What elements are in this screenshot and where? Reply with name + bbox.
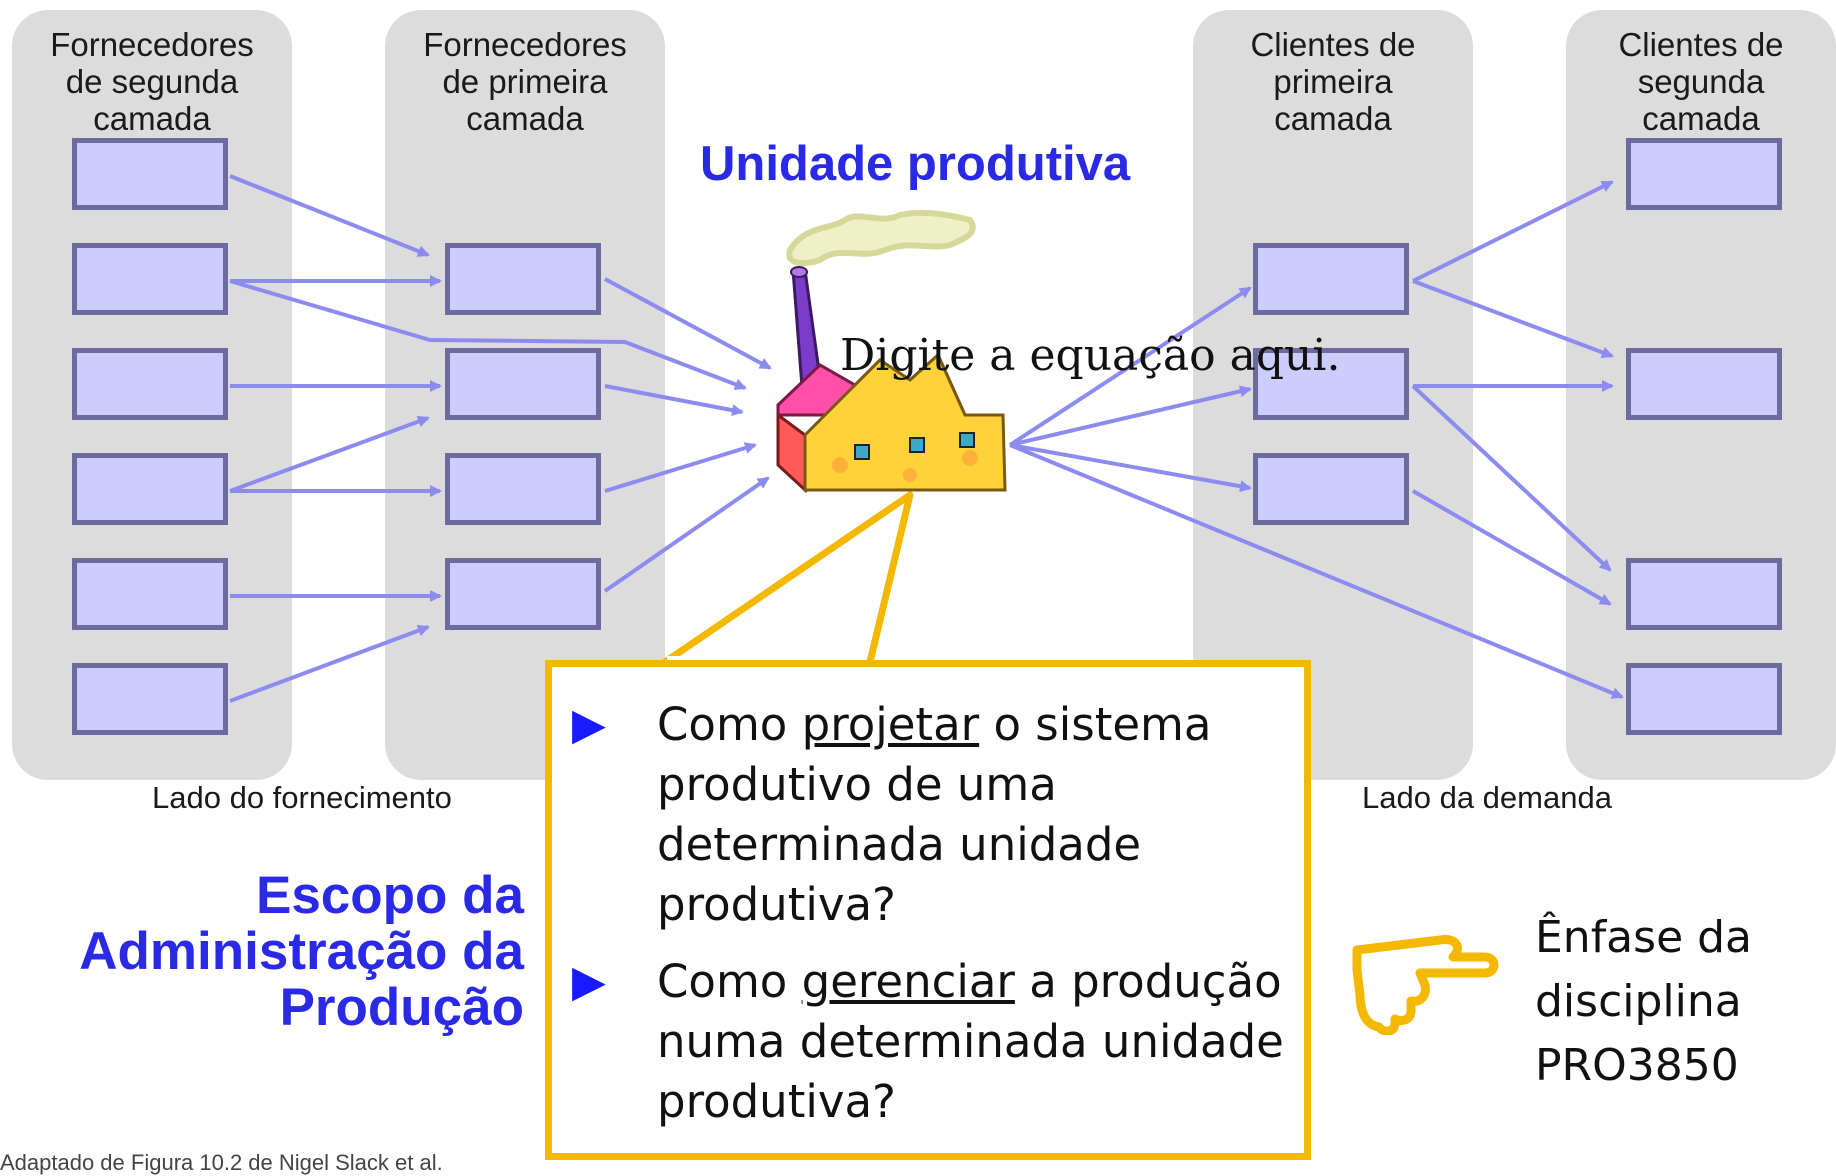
arrow bbox=[1008, 286, 1252, 447]
arrow bbox=[1412, 489, 1612, 606]
underlined-word: projetar bbox=[801, 698, 980, 751]
arrow bbox=[1009, 385, 1252, 447]
pointing-hand-icon bbox=[1352, 934, 1499, 1035]
client2-box-3 bbox=[1626, 558, 1782, 630]
arrow bbox=[603, 476, 770, 593]
supplier2-box-5 bbox=[72, 558, 228, 630]
client1-box-2 bbox=[1253, 348, 1409, 420]
supplier2-box-4 bbox=[72, 453, 228, 525]
column-title: Clientes de segunda camada bbox=[1618, 26, 1784, 137]
column-title: Fornecedores de primeira camada bbox=[423, 26, 627, 137]
callout-pointer bbox=[661, 491, 914, 666]
arrow bbox=[604, 277, 772, 370]
scope-title: Escopo da Administração da Produção bbox=[79, 866, 524, 1037]
factory-icon bbox=[776, 209, 1007, 494]
arrow bbox=[229, 624, 430, 703]
client2-box-4 bbox=[1626, 663, 1782, 735]
arrow bbox=[1412, 279, 1614, 359]
demand-side-label: Lado da demanda bbox=[1362, 780, 1612, 815]
client2-box-2 bbox=[1626, 348, 1782, 420]
supplier1-box-3 bbox=[445, 453, 601, 525]
bullet-text: Como projetar o sistema produtivo de uma… bbox=[657, 698, 1212, 931]
column-title: Fornecedores de segunda camada bbox=[50, 26, 254, 137]
supplier2-box-6 bbox=[72, 663, 228, 735]
arrow bbox=[1411, 384, 1612, 572]
bullet-triangle-icon: ▶ bbox=[572, 957, 606, 1006]
callout-box: ▶ Como projetar o sistema produtivo de u… bbox=[545, 660, 1311, 1160]
arrow bbox=[1009, 443, 1252, 493]
bullet-text: Como gerenciar a produção numa determina… bbox=[657, 955, 1284, 1128]
supplier2-box-2 bbox=[72, 243, 228, 315]
arrow bbox=[229, 415, 430, 493]
column-title: Clientes de primeira camada bbox=[1250, 26, 1416, 137]
supplier2-box-3 bbox=[72, 348, 228, 420]
source-note: Adaptado de Figura 10.2 de Nigel Slack e… bbox=[0, 1150, 443, 1175]
arrow bbox=[1009, 443, 1624, 699]
supply-side-label: Lado do fornecimento bbox=[152, 780, 452, 815]
arrow bbox=[604, 384, 744, 417]
emphasis-note: Ênfase da disciplina PRO3850 bbox=[1535, 912, 1753, 1091]
production-unit-title: Unidade produtiva bbox=[700, 137, 1131, 191]
arrow bbox=[1412, 180, 1614, 283]
equation-placeholder[interactable]: Digite a equação aqui. bbox=[840, 330, 1341, 381]
client1-box-1 bbox=[1253, 243, 1409, 315]
supplier1-box-1 bbox=[445, 243, 601, 315]
arrow bbox=[229, 279, 747, 391]
underlined-word: gerenciar bbox=[801, 955, 1015, 1008]
bullet-triangle-icon: ▶ bbox=[572, 700, 606, 749]
client1-box-3 bbox=[1253, 453, 1409, 525]
supplier1-box-4 bbox=[445, 558, 601, 630]
supplier1-box-2 bbox=[445, 348, 601, 420]
client2-box-1 bbox=[1626, 138, 1782, 210]
arrow bbox=[604, 442, 757, 493]
arrow bbox=[229, 174, 430, 257]
supplier2-box-1 bbox=[72, 138, 228, 210]
